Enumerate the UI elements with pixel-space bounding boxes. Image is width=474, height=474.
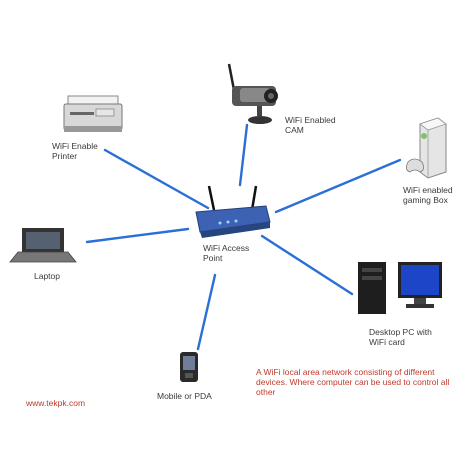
laptop-icon: [9, 228, 77, 263]
diagram-caption: A WiFi local area network consisting of …: [256, 367, 450, 397]
link-printer: [103, 148, 210, 210]
access-point-label: WiFi Access Point: [203, 243, 250, 263]
router-icon: [195, 185, 271, 238]
mobile-label: Mobile or PDA: [157, 391, 212, 401]
printer-icon: [63, 95, 123, 132]
printer-label: WiFi Enable Printer: [52, 141, 98, 161]
desktop-label: Desktop PC with WiFi card: [369, 327, 432, 347]
link-laptop: [85, 227, 190, 244]
camera-icon: [227, 63, 278, 124]
link-mobile: [196, 273, 217, 351]
laptop-label: Laptop: [34, 271, 60, 281]
watermark-url: www.tekpk.com: [26, 398, 86, 408]
desktop-pc-icon: [358, 262, 442, 314]
camera-label: WiFi Enabled CAM: [285, 115, 336, 135]
mobile-phone-icon: [180, 352, 198, 382]
gaming-box-label: WiFi enabled gaming Box: [403, 185, 453, 205]
game-console-icon: [406, 117, 447, 179]
link-camera: [238, 123, 249, 187]
link-desktop: [260, 234, 354, 296]
link-gaming-box: [274, 158, 402, 214]
